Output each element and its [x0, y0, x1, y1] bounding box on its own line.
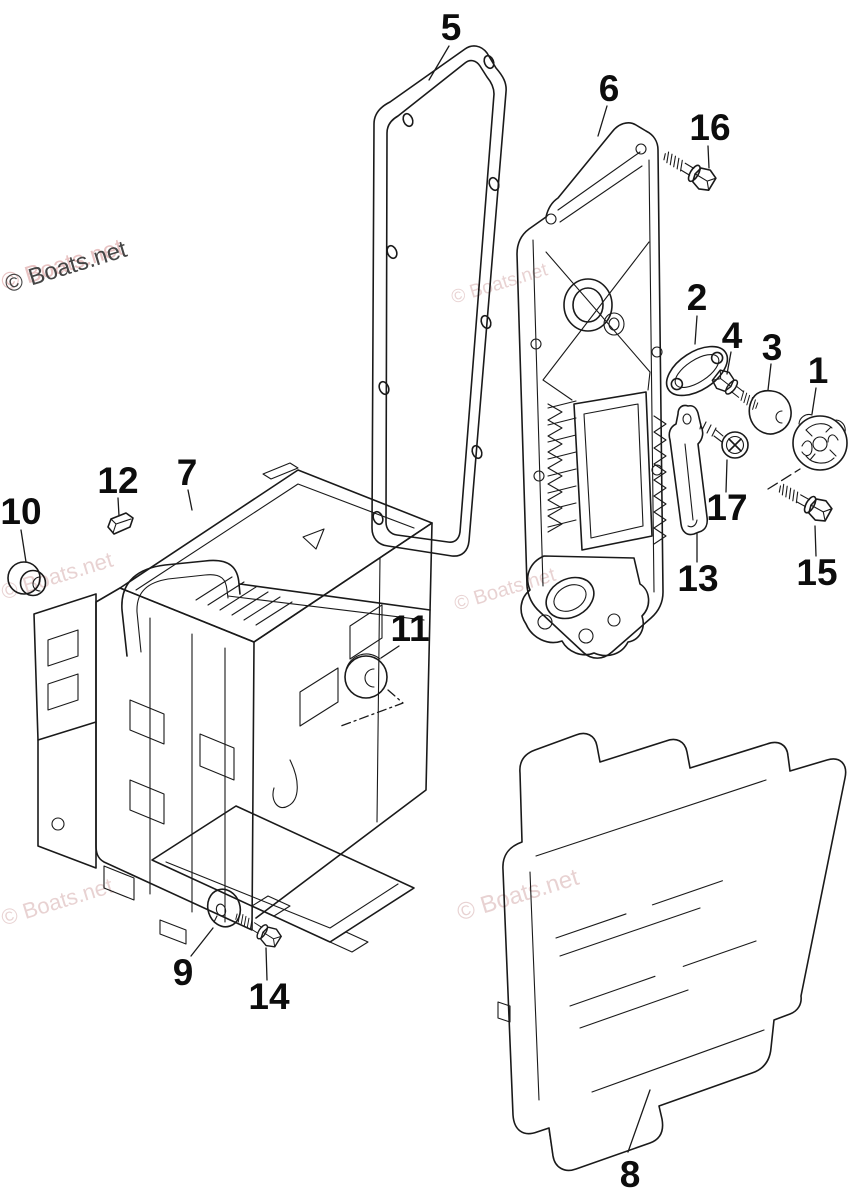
bolt-part-16 — [657, 145, 719, 195]
link-part-13 — [668, 404, 709, 536]
callout-3: 3 — [762, 327, 783, 368]
grommet-part-11 — [344, 653, 388, 699]
bottom-base-plate — [103, 805, 415, 953]
callout-11: 11 — [390, 608, 429, 649]
callout-9: 9 — [173, 952, 194, 993]
callout-14: 14 — [248, 976, 290, 1017]
washer-part-9 — [206, 888, 242, 928]
electrical-bracket-part-7 — [33, 462, 433, 953]
ecu-cover-part-8 — [497, 732, 847, 1172]
callout-17: 17 — [706, 487, 747, 528]
regulator-heat-sink — [547, 391, 667, 551]
callout-labels: 5 6 16 2 4 3 1 17 13 15 7 12 10 11 9 14 … — [0, 7, 837, 1195]
grommet-part-10 — [7, 561, 47, 597]
callout-1: 1 — [808, 350, 829, 391]
bolt-part-14 — [230, 906, 284, 951]
bracket-port-boss — [563, 278, 625, 336]
callout-7: 7 — [177, 452, 198, 493]
callout-16: 16 — [689, 107, 730, 148]
gasket-part-5 — [371, 45, 507, 557]
callout-15: 15 — [796, 552, 837, 593]
screw-part-17 — [699, 421, 749, 459]
cover-accent-lines — [555, 871, 765, 1093]
callout-4: 4 — [722, 315, 743, 356]
callout-12: 12 — [97, 460, 138, 501]
callout-10: 10 — [0, 491, 41, 532]
clip-part-12 — [107, 512, 134, 535]
bolt-part-4 — [709, 366, 764, 416]
callout-8: 8 — [620, 1154, 641, 1195]
callout-5: 5 — [441, 7, 462, 48]
leader-lines — [20, 45, 817, 1153]
callout-2: 2 — [687, 277, 708, 318]
callout-6: 6 — [599, 68, 620, 109]
harness-fins — [195, 576, 293, 626]
mount-part-1 — [792, 413, 848, 471]
bracket-bottom-flange — [520, 555, 650, 657]
gasket-part-2 — [665, 345, 729, 397]
bracket-part-6 — [516, 122, 667, 659]
gasket-bolt-holes — [372, 54, 500, 526]
bolt-part-15 — [773, 477, 835, 526]
callout-13: 13 — [677, 558, 718, 599]
cap-part-3 — [748, 389, 792, 435]
left-connector-block — [33, 593, 97, 869]
